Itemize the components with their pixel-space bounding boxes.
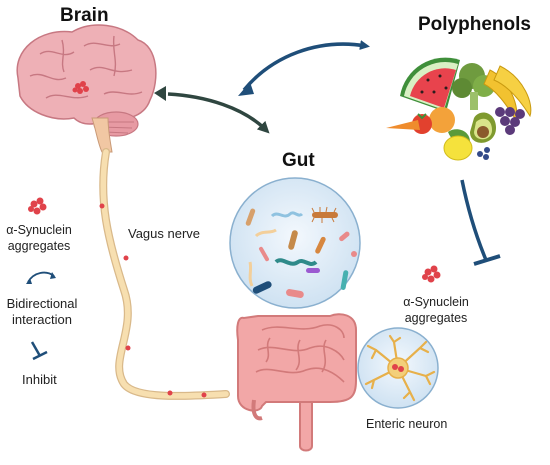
- asyn-aggregate-icon-right: [422, 265, 441, 283]
- brain-aggregate-icon: [72, 81, 89, 94]
- legend-bidirectional-icon: [26, 271, 56, 284]
- bidirectional-arrow-brain-gut: [167, 92, 270, 134]
- gut-title: Gut: [282, 150, 315, 171]
- legend-bidirectional-label: Bidirectional interaction: [0, 296, 84, 328]
- legend-bidirectional-line1: Bidirectional: [6, 296, 78, 311]
- asyn-label-right-line2: aggregates: [404, 311, 468, 325]
- neuron-aggregate-icon: [392, 364, 404, 372]
- legend-inhibit-label: Inhibit: [22, 372, 57, 387]
- enteric-neuron-bubble: [357, 327, 439, 409]
- brain-illustration: [16, 24, 157, 153]
- polyphenols-fruit-illustration: [386, 57, 532, 161]
- legend-inhibit-icon: [30, 341, 48, 361]
- legend-asyn-line2: aggregates: [7, 239, 71, 253]
- legend-asyn-line1: α-Synuclein: [6, 223, 72, 237]
- legend-asyn-label: α-Synuclein aggregates: [0, 222, 78, 254]
- bidirectional-arrow-polyphenols: [242, 40, 370, 92]
- enteric-neuron-label: Enteric neuron: [366, 417, 448, 431]
- inhibit-arrow: [460, 179, 501, 266]
- legend-bidirectional-line2: interaction: [12, 312, 72, 327]
- intestine-illustration: [236, 313, 357, 452]
- microbiota-bubble: [229, 177, 361, 309]
- brain-title: Brain: [60, 5, 109, 26]
- asyn-label-right-line1: α-Synuclein: [403, 295, 469, 309]
- nerve-aggregate-icon: [99, 203, 207, 398]
- vagus-nerve-label: Vagus nerve: [128, 226, 201, 241]
- asyn-label-right: α-Synuclein aggregates: [396, 294, 476, 326]
- polyphenols-title: Polyphenols: [418, 14, 531, 35]
- legend-aggregate-icon: [28, 197, 47, 215]
